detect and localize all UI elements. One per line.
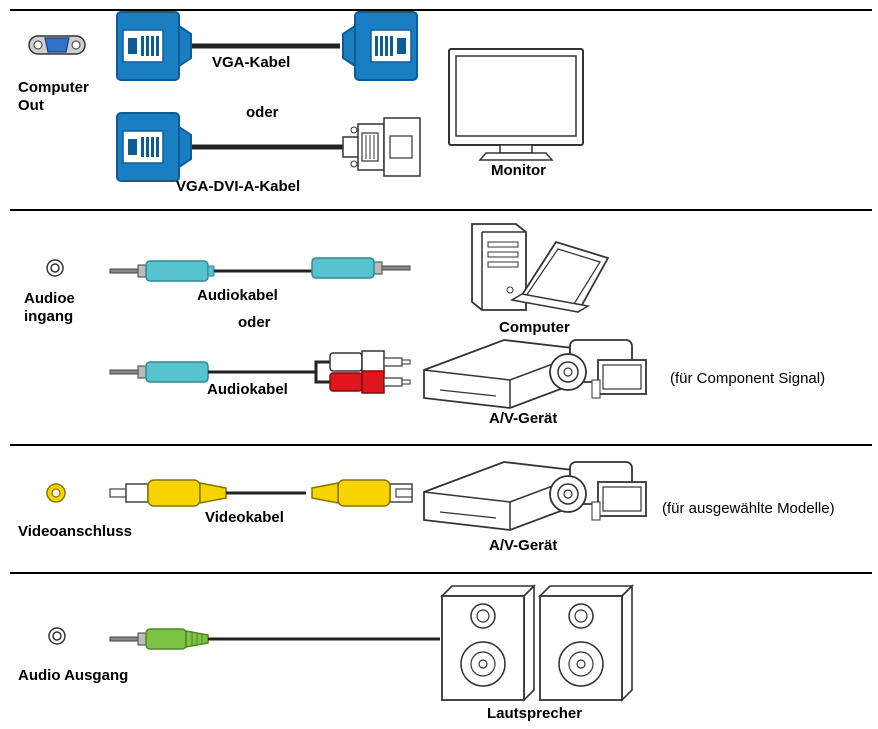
cable-label-audio: Audiokabel (197, 287, 278, 304)
vga-cable (116, 11, 418, 81)
av-device-icon (423, 339, 647, 409)
video-port-icon (46, 483, 66, 503)
av-device-icon (423, 461, 647, 531)
speakers-icon (440, 584, 634, 702)
or-label: oder (238, 314, 271, 331)
cable-label-vga: VGA-Kabel (212, 54, 291, 71)
device-label-av: A/V-Gerät (489, 410, 558, 427)
vga-port-icon (28, 35, 86, 55)
audio-rca-cable (109, 350, 411, 394)
vga-dvi-cable (116, 112, 421, 182)
monitor-icon (448, 48, 584, 161)
computer-icon (471, 223, 610, 314)
port-label-video: Videoanschluss (18, 523, 132, 540)
note-component-signal: (für Component Signal) (670, 370, 826, 387)
device-label-av: A/V-Gerät (489, 537, 558, 554)
audio-jack-icon (46, 259, 64, 277)
port-label-audio-in: Audioe ingang (24, 290, 75, 325)
or-label: oder (246, 104, 279, 121)
cable-label-audio: Audiokabel (207, 381, 288, 398)
audio-cable (109, 257, 411, 282)
cable-label-video: Videokabel (205, 509, 284, 526)
port-label-audio-out: Audio Ausgang (18, 667, 129, 684)
port-label-computer-out: Computer Out (18, 79, 89, 114)
note-selected-models: (für ausgewählte Modelle) (662, 500, 835, 517)
device-label-monitor: Monitor (491, 162, 546, 179)
section-divider (10, 209, 872, 211)
section-divider (10, 444, 872, 446)
video-cable (109, 479, 413, 507)
cable-label-vga-dvi: VGA-DVI-A-Kabel (176, 178, 301, 195)
audio-jack-icon (48, 627, 66, 645)
device-label-computer: Computer (499, 319, 570, 336)
section-divider (10, 572, 872, 574)
audio-out-cable (109, 628, 440, 650)
device-label-speakers: Lautsprecher (487, 705, 583, 722)
top-rule (10, 9, 872, 11)
